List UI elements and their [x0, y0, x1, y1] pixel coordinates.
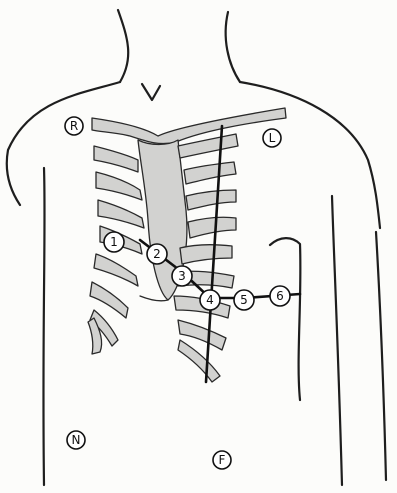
chest-lead-4-label: 4 — [206, 293, 214, 307]
neck-notch-line — [142, 84, 160, 100]
costal-arch — [140, 296, 168, 301]
right-arm-inner — [376, 232, 386, 480]
electrode-marker-r-label: R — [70, 119, 78, 133]
chest-lead-3-label: 3 — [178, 269, 186, 283]
electrode-marker-l-label: L — [269, 131, 276, 145]
rib-3 — [98, 200, 144, 228]
electrode-marker-l: L — [263, 129, 281, 147]
chest-lead-2: 2 — [147, 244, 167, 264]
chest-lead-6: 6 — [270, 286, 290, 306]
chest-lead-3: 3 — [172, 266, 192, 286]
chest-lead-1-label: 1 — [110, 235, 118, 249]
left-body-side — [43, 168, 44, 485]
electrode-marker-f: F — [213, 451, 231, 469]
neck-left-line — [118, 10, 128, 82]
rib-r2 — [184, 162, 236, 184]
rib-r4 — [188, 217, 236, 238]
electrode-marker-r: R — [65, 117, 83, 135]
rib-r5 — [180, 245, 232, 264]
electrode-marker-n-label: N — [72, 433, 81, 447]
chest-lead-4: 4 — [200, 290, 220, 310]
axilla-line — [270, 238, 300, 400]
right-rib-margin — [178, 340, 220, 382]
right-shoulder-arm — [240, 82, 380, 228]
rib-5 — [94, 254, 138, 286]
chest-lead-6-label: 6 — [276, 289, 284, 303]
chest-lead-5-label: 5 — [240, 293, 248, 307]
chest-lead-2-label: 2 — [153, 247, 161, 261]
rib-r3 — [186, 190, 236, 210]
right-body-side — [332, 196, 342, 485]
electrode-marker-f-label: F — [219, 453, 226, 467]
neck-right-line — [226, 12, 240, 82]
rib-1 — [94, 146, 138, 172]
electrode-marker-n: N — [67, 431, 85, 449]
rib-2 — [96, 172, 142, 200]
chest-lead-5: 5 — [234, 290, 254, 310]
clavicles — [92, 108, 286, 144]
chest-lead-1: 1 — [104, 232, 124, 252]
